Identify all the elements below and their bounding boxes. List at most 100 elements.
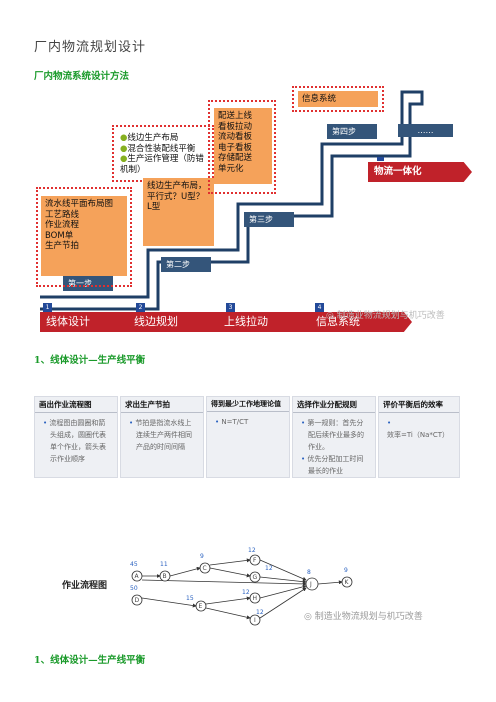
flow-edge xyxy=(209,567,251,578)
chevron-information-system: 信息系统 xyxy=(310,312,412,332)
box-5-frame: 信息系统 xyxy=(292,86,384,112)
flow-edge xyxy=(205,607,251,620)
process-step-body: • N=T/CT xyxy=(215,418,249,426)
box-2-line: ●混合性装配线平衡 xyxy=(120,143,196,154)
flow-edge xyxy=(209,558,251,566)
flow-edge xyxy=(141,579,307,586)
node-time: 12 xyxy=(248,547,256,554)
flow-node-f xyxy=(249,554,261,566)
process-step-4: 选择作业分配规则 • 第一规则：首先分 配后续作业最多的 作业。 • 优先分配加… xyxy=(292,396,376,478)
step-3-label: 第三步 xyxy=(244,212,294,227)
node-time: 9 xyxy=(200,553,204,560)
node-time: 12 xyxy=(256,609,264,616)
flow-node-a xyxy=(131,570,143,582)
box-3-line: 平行式？U型？ xyxy=(147,191,205,202)
box-1-frame: 流水线平面布局图 工艺路线 作业流程 BOM单 生产节拍 xyxy=(36,187,132,287)
node-label: A xyxy=(135,573,140,580)
flow-node-g xyxy=(249,571,261,583)
node-time: 15 xyxy=(186,595,194,602)
box-1-content: 流水线平面布局图 工艺路线 作业流程 BOM单 生产节拍 xyxy=(41,196,127,276)
process-step-body: • 第一规则：首先分 配后续作业最多的 作业。 • 优先分配加工时间 最长的作业 xyxy=(301,419,364,475)
node-time: 9 xyxy=(344,567,348,574)
box-3-line: 线边生产布局， xyxy=(147,181,207,191)
box-4-line: 电子看板 xyxy=(218,142,253,153)
flow-node-i xyxy=(249,614,261,626)
flow-edge xyxy=(205,596,251,605)
chevron-number: 4 xyxy=(315,303,324,312)
box-5-content: 信息系统 xyxy=(298,91,378,107)
process-step-title: 画出作业流程图 xyxy=(35,397,117,413)
step-1-label: 第一步 xyxy=(63,276,113,291)
goal-marker xyxy=(377,157,384,161)
node-label: F xyxy=(253,557,257,564)
node-time: 11 xyxy=(160,561,168,568)
node-time: 8 xyxy=(307,569,311,576)
box-1-line: 工艺路线 xyxy=(45,209,80,220)
chevron-lineside-planning: 线边规划 xyxy=(128,312,230,332)
flow-node-k xyxy=(341,576,353,588)
process-step-body: • 流程图由圆圈和箭 头组成，圆圈代表 单个作业，箭头表 示作业顺序 xyxy=(43,419,106,463)
process-step-title: 选择作业分配规则 xyxy=(293,397,375,413)
chevron-number: 1 xyxy=(43,303,52,312)
box-3-line: L型 xyxy=(147,202,161,212)
node-label: I xyxy=(254,617,256,624)
node-label: C xyxy=(203,565,207,572)
flow-edge xyxy=(259,576,307,584)
node-time: 12 xyxy=(242,589,250,596)
node-label: K xyxy=(345,579,350,586)
process-step-3: 得到最少工作地理论值 • N=T/CT xyxy=(206,396,290,478)
section-heading-system-design: 厂内物流系统设计方法 xyxy=(34,71,130,82)
work-flow-diagram: A B C D E F G H I J K 45 11 9 50 15 12 1… xyxy=(130,547,353,626)
goal-logistics-integration: 物流一体化 xyxy=(368,162,472,182)
flow-node-b xyxy=(159,570,171,582)
box-1-line: 作业流程 xyxy=(45,220,80,230)
box-2-content: ●线边生产布局 ●混合性装配线平衡 ●生产运作管理（防错机制） xyxy=(120,133,210,175)
node-time: 50 xyxy=(130,585,138,592)
flow-edge xyxy=(169,566,201,577)
flow-edge xyxy=(317,580,343,585)
flow-edge xyxy=(259,587,307,619)
process-step-body: • 节拍是指流水线上 连续生产两件相同 产品的时间间隔 xyxy=(129,419,192,451)
staircase-diagram: 第一步 第二步 第三步 第四步 …… 流水线平面布局图 工艺路线 作业流程 BO… xyxy=(30,82,472,342)
box-2-line: ●线边生产布局 xyxy=(120,133,179,143)
more-steps-label: …… xyxy=(398,124,453,137)
section-heading-line-balance-2: 1、线体设计—生产线平衡 xyxy=(34,655,146,666)
stair-outline xyxy=(40,90,424,311)
process-step-title: 求出生产节拍 xyxy=(121,397,203,413)
watermark: ◎ 制造业物流规划与机巧改善 xyxy=(326,311,445,321)
box-4-line: 流动看板 xyxy=(218,132,253,142)
node-time: 12 xyxy=(265,565,273,572)
flow-node-j xyxy=(305,577,319,591)
flow-edge xyxy=(141,597,197,608)
wechat-icon: ◎ xyxy=(326,311,334,321)
process-step-title: 评价平衡后的效率 xyxy=(379,397,459,413)
balance-process-steps: 画出作业流程图 • 流程图由圆圈和箭 头组成，圆圈代表 单个作业，箭头表 示作业… xyxy=(34,0,464,702)
page-title: 厂内物流规划设计 xyxy=(34,40,147,55)
flow-edge xyxy=(259,559,307,581)
flow-edge xyxy=(259,584,307,599)
process-step-1: 画出作业流程图 • 流程图由圆圈和箭 头组成，圆圈代表 单个作业，箭头表 示作业… xyxy=(34,396,118,478)
process-step-title: 得到最少工作地理论值 xyxy=(207,397,289,412)
flow-node-c xyxy=(199,562,211,574)
node-label: E xyxy=(199,603,203,610)
box-4-line: 单元化 xyxy=(218,163,244,174)
flow-node-h xyxy=(249,592,261,604)
process-step-body: • 效率=Ti（Na*CT） xyxy=(387,419,450,439)
node-label: G xyxy=(253,574,258,581)
flow-node-e xyxy=(195,600,207,612)
process-step-2: 求出生产节拍 • 节拍是指流水线上 连续生产两件相同 产品的时间间隔 xyxy=(120,396,204,478)
step-2-label: 第二步 xyxy=(161,257,211,272)
flow-chart-label: 作业流程图 xyxy=(62,581,108,591)
box-3-content: 线边生产布局， 平行式？U型？ L型 xyxy=(143,178,214,246)
chevron-line-pull: 上线拉动 xyxy=(218,312,320,332)
process-step-5: 评价平衡后的效率 • 效率=Ti（Na*CT） xyxy=(378,396,460,478)
chevron-number: 2 xyxy=(136,303,145,312)
chevron-number: 3 xyxy=(226,303,235,312)
step-4-label: 第四步 xyxy=(327,124,377,139)
node-label: B xyxy=(163,573,167,580)
box-1-line: 生产节拍 xyxy=(45,241,80,251)
node-label: H xyxy=(253,595,258,602)
watermark: ◎ 制造业物流规划与机巧改善 xyxy=(304,612,423,622)
box-4-line: 看板拉动 xyxy=(218,121,253,132)
box-1-line: 流水线平面布局图 xyxy=(45,199,114,209)
